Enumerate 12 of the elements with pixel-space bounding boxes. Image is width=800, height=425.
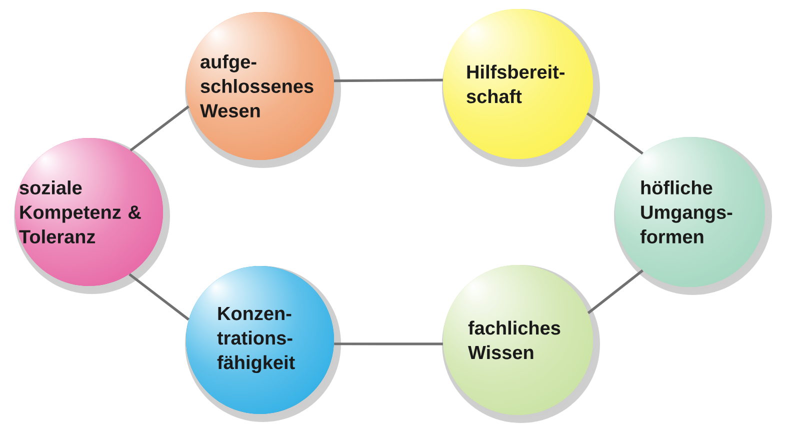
connector-line <box>334 342 443 346</box>
sphere: aufge- schlossenes Wesen <box>186 12 334 160</box>
connector-line <box>130 105 190 152</box>
sphere: soziale Kompetenz & Toleranz <box>15 138 163 286</box>
sphere: höfliche Umgangs- formen <box>615 137 765 287</box>
sphere: Konzen- trations- fähigkeit <box>186 266 334 414</box>
connector-line <box>128 273 190 321</box>
connector-line <box>587 269 644 314</box>
connector-line <box>334 78 443 82</box>
sphere: Hilfsbereit- schaft <box>443 9 593 159</box>
connector-line <box>586 112 644 155</box>
sphere: fachliches Wissen <box>443 265 593 415</box>
